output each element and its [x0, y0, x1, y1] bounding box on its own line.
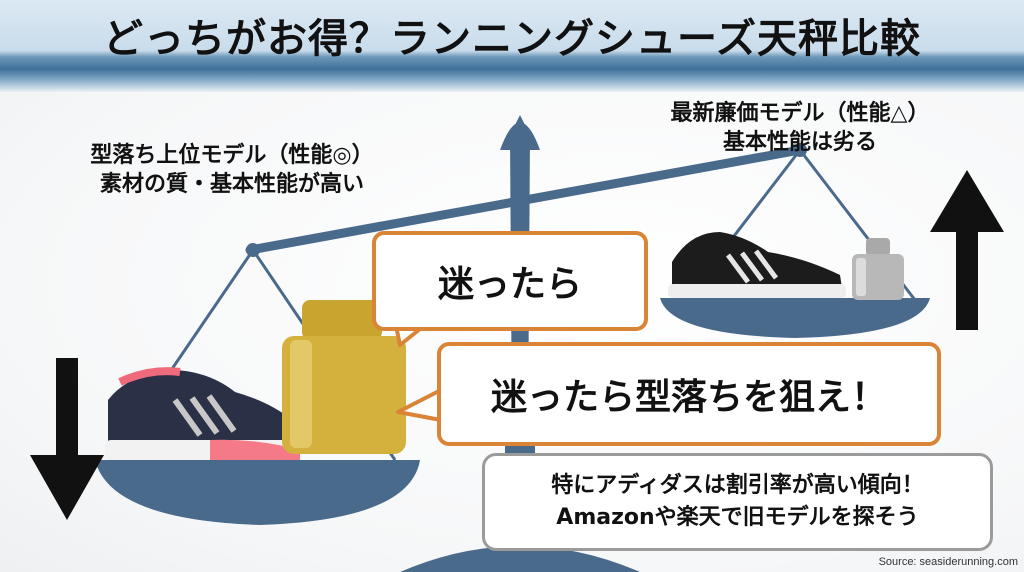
- right-model-title: 最新廉価モデル（性能△）: [670, 101, 930, 126]
- tip-box: 特にアディダスは割引率が高い傾向！ Amazonや楽天で旧モデルを探そう: [482, 453, 993, 551]
- speech-bubble-large: 迷ったら型落ちを狙え！: [437, 342, 941, 446]
- left-model-desc: 素材の質・基本性能が高い: [99, 171, 364, 197]
- right-model-desc: 基本性能は劣る: [722, 129, 877, 155]
- left-model-label: 型落ち上位モデル（性能◎） 素材の質・基本性能が高い: [22, 142, 442, 199]
- page-title: どっちがお得？ランニングシューズ天秤比較: [103, 16, 921, 62]
- right-pan: [660, 298, 930, 338]
- source-credit: Source: seasiderunning.com: [878, 556, 1018, 568]
- up-arrow-icon: [930, 170, 1004, 330]
- right-shoe-image: [668, 232, 846, 298]
- sea-sky-banner: [0, 0, 1024, 92]
- speech-bubble-small: 迷ったら: [372, 231, 648, 331]
- tip-line-1: 特にアディダスは割引率が高い傾向！: [551, 473, 924, 499]
- left-shoe-image: [105, 367, 300, 460]
- gold-weight-image: [282, 300, 406, 454]
- scale-base: [400, 546, 640, 572]
- left-pan: [95, 460, 420, 525]
- silver-weight-image: [852, 238, 904, 300]
- tip-line-2: Amazonや楽天で旧モデルを探そう: [556, 505, 919, 530]
- left-model-title: 型落ち上位モデル（性能◎）: [90, 143, 374, 168]
- down-arrow-icon: [30, 358, 104, 520]
- scale-top-knob: [500, 122, 540, 150]
- scale-beam: [245, 145, 805, 255]
- right-model-label: 最新廉価モデル（性能△） 基本性能は劣る: [600, 100, 1000, 157]
